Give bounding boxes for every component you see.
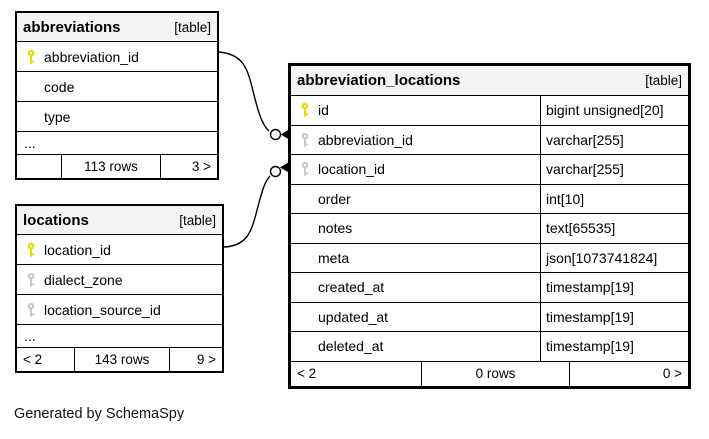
- column-type: bigint unsigned[20]: [540, 96, 688, 125]
- row-abbreviation-id: abbreviation_id varchar[255]: [291, 125, 688, 155]
- column-name: location_id: [318, 161, 385, 178]
- hidden-columns-ellipsis: ...: [17, 325, 222, 348]
- hidden-columns-ellipsis: ...: [17, 132, 217, 155]
- primary-key-icon: [17, 49, 44, 65]
- footer-right: 9 >: [196, 352, 216, 367]
- row-meta: meta json[1073741824]: [291, 243, 688, 273]
- footer-right: 0 >: [662, 366, 682, 381]
- table-title: locations: [23, 211, 89, 229]
- table-tag: [table]: [645, 73, 682, 88]
- footer-related-count: < 2: [297, 366, 317, 381]
- footer-row-count: 143 rows: [74, 348, 170, 371]
- footer-row-count: 113 rows: [61, 155, 161, 178]
- edge-abbreviations-to-abbreviation-locations: [218, 51, 270, 132]
- table-node-locations[interactable]: locations [table] location_id: [15, 204, 224, 373]
- row-id: id bigint unsigned[20]: [291, 96, 688, 126]
- table-title: abbreviations: [23, 18, 121, 36]
- footer-row-count: 0 rows: [421, 361, 570, 386]
- index-key-icon: [17, 272, 44, 288]
- column-name: abbreviation_id: [44, 48, 139, 65]
- column-name: deleted_at: [318, 338, 384, 355]
- primary-key-icon: [17, 242, 44, 258]
- row-location-id: location_id varchar[255]: [291, 155, 688, 185]
- primary-key-icon: [291, 102, 318, 118]
- generated-by-note: Generated by SchemaSpy: [14, 406, 185, 422]
- row-created-at: created_at timestamp[19]: [291, 273, 688, 303]
- table-header: abbreviation_locations [table]: [291, 66, 688, 96]
- row-abbreviation-id: abbreviation_id: [17, 42, 217, 72]
- footer-left: [17, 155, 61, 178]
- table-tag: [table]: [174, 19, 211, 35]
- table-title: abbreviation_locations: [297, 72, 461, 89]
- row-dialect-zone: dialect_zone: [17, 265, 222, 295]
- column-name: id: [318, 102, 329, 119]
- column-name: type: [44, 108, 71, 125]
- table-node-abbreviations[interactable]: abbreviations [table] abbreviation_id co…: [15, 11, 219, 180]
- row-code: code: [17, 72, 217, 102]
- column-name: abbreviation_id: [318, 131, 413, 148]
- footer-related-count: < 2: [23, 352, 43, 367]
- column-name: meta: [318, 249, 350, 266]
- column-type: timestamp[19]: [540, 332, 688, 361]
- column-type: json[1073741824]: [540, 243, 688, 272]
- column-type: varchar[255]: [540, 155, 688, 184]
- table-footer: < 2 143 rows 9 >: [17, 348, 222, 371]
- column-name: location_source_id: [44, 301, 161, 318]
- column-name: dialect_zone: [44, 271, 123, 288]
- row-location-id: location_id: [17, 235, 222, 265]
- edge-locations-to-abbreviation-locations: [223, 175, 271, 248]
- table-tag: [table]: [179, 212, 216, 228]
- column-name: updated_at: [318, 308, 389, 325]
- foreign-key-icon: [291, 132, 318, 148]
- row-updated-at: updated_at timestamp[19]: [291, 302, 688, 332]
- column-type: varchar[255]: [540, 125, 688, 154]
- table-node-abbreviation-locations[interactable]: abbreviation_locations [table] id bigint…: [288, 63, 691, 389]
- column-name: code: [44, 78, 75, 95]
- column-name: order: [318, 190, 351, 207]
- edge-endpoint-circle: [269, 165, 282, 178]
- row-notes: notes text[65535]: [291, 214, 688, 244]
- column-name: notes: [318, 220, 353, 237]
- footer-right: 3 >: [191, 159, 211, 174]
- column-type: timestamp[19]: [540, 302, 688, 331]
- column-type: int[10]: [540, 184, 688, 213]
- edge-endpoint-circle: [269, 128, 282, 141]
- row-type: type: [17, 102, 217, 132]
- row-location-source-id: location_source_id: [17, 295, 222, 325]
- column-name: created_at: [318, 279, 385, 296]
- table-header: locations [table]: [17, 206, 222, 235]
- foreign-key-icon: [291, 161, 318, 177]
- table-footer: < 2 0 rows 0 >: [291, 361, 688, 386]
- index-key-icon: [17, 302, 44, 318]
- row-order: order int[10]: [291, 184, 688, 214]
- row-deleted-at: deleted_at timestamp[19]: [291, 332, 688, 362]
- column-name: location_id: [44, 241, 111, 258]
- column-type: text[65535]: [540, 214, 688, 243]
- table-footer: 113 rows 3 >: [17, 155, 217, 178]
- table-header: abbreviations [table]: [17, 13, 217, 42]
- column-type: timestamp[19]: [540, 273, 688, 302]
